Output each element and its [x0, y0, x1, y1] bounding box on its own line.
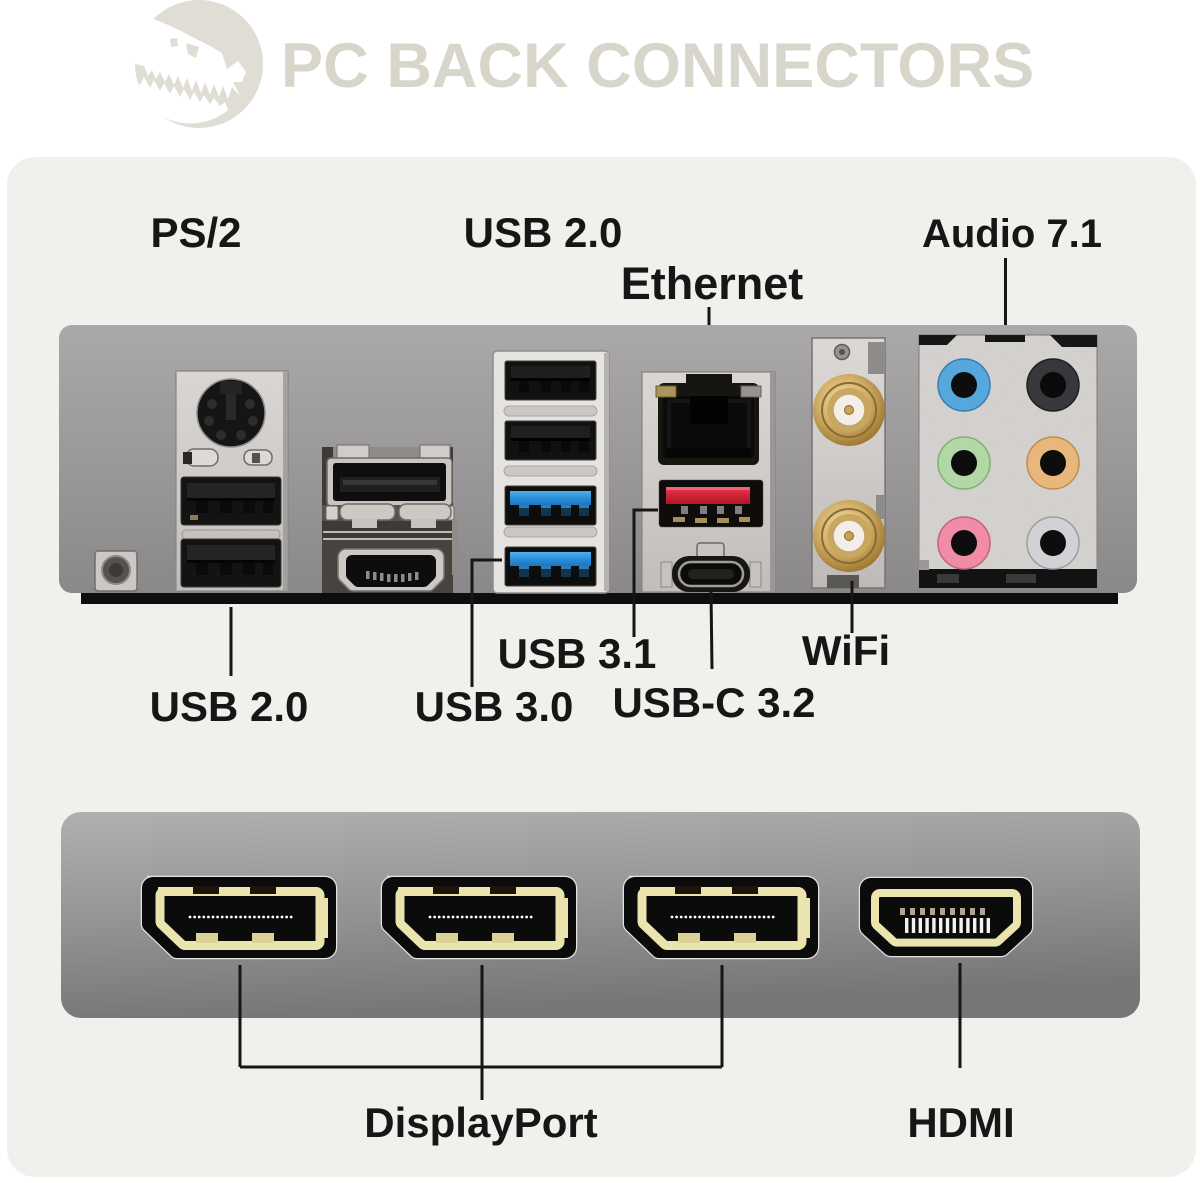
svg-text:PS/2: PS/2 [150, 209, 241, 256]
svg-text:USB 2.0: USB 2.0 [150, 683, 309, 730]
svg-text:WiFi: WiFi [802, 627, 890, 674]
svg-text:USB-C 3.2: USB-C 3.2 [612, 679, 815, 726]
svg-text:HDMI: HDMI [907, 1099, 1014, 1146]
svg-text:DisplayPort: DisplayPort [364, 1099, 597, 1146]
svg-text:USB 3.1: USB 3.1 [498, 630, 657, 677]
svg-text:Ethernet: Ethernet [621, 258, 804, 309]
svg-text:USB 2.0: USB 2.0 [464, 209, 623, 256]
svg-text:Audio 7.1: Audio 7.1 [922, 212, 1102, 256]
svg-text:PC BACK CONNECTORS: PC BACK CONNECTORS [281, 31, 1034, 101]
svg-text:USB 3.0: USB 3.0 [415, 683, 574, 730]
